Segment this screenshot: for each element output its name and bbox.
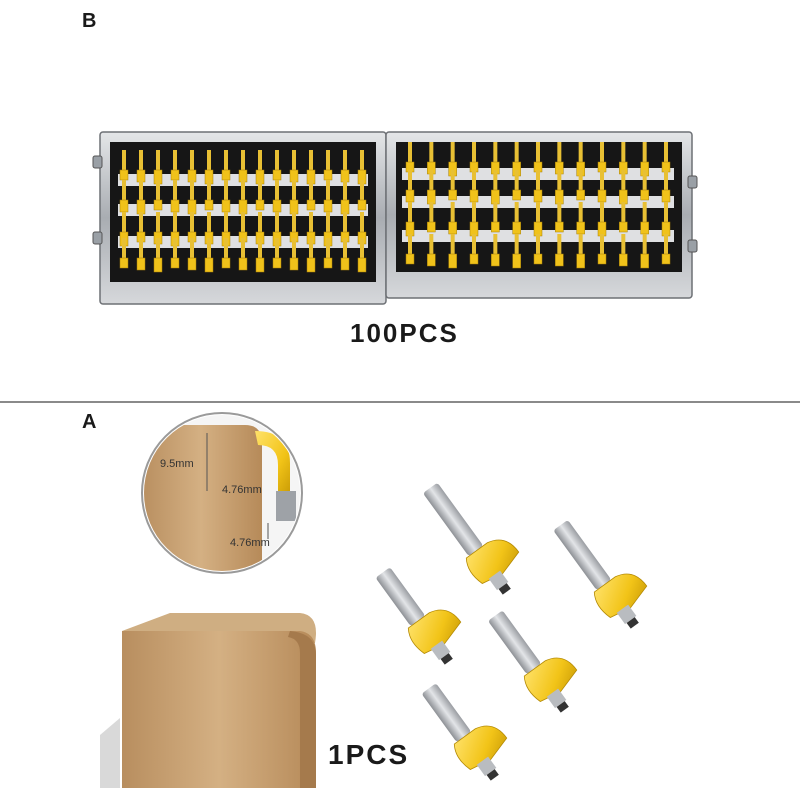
small-router-bit (427, 234, 436, 267)
router-bit (376, 568, 462, 665)
small-router-bit (661, 234, 671, 265)
case-latch-right-bottom (687, 239, 698, 253)
small-router-bit (533, 234, 543, 265)
small-router-bit (204, 238, 214, 273)
panel-a-caption: 1PCS (328, 739, 410, 770)
panel-b-caption: 100PCS (350, 318, 459, 348)
router-bit (554, 521, 648, 629)
panel-a-single-bit: A (0, 403, 800, 800)
small-router-bit (306, 238, 316, 273)
small-router-bit (555, 202, 564, 233)
small-router-bit (136, 238, 146, 271)
small-router-bit (576, 170, 585, 201)
panel-divider (0, 401, 800, 403)
router-bit (422, 684, 508, 781)
panel-b-full-set: B 100PC (82, 10, 698, 348)
small-router-bit (640, 170, 649, 201)
router-bit (489, 611, 578, 713)
small-router-bit (576, 234, 585, 269)
small-router-bit (272, 238, 282, 269)
right-router-bits (405, 142, 671, 269)
dim-radius-label: 4.76mm (222, 484, 262, 496)
small-router-bit (405, 234, 415, 265)
single-router-bits (376, 483, 648, 781)
small-router-bit (170, 238, 180, 269)
small-router-bit (427, 202, 436, 233)
small-router-bit (491, 234, 500, 267)
router-bit-detail-image: 9.5mm 4.76mm 4.76mm (100, 412, 648, 788)
small-router-bit (357, 180, 367, 211)
small-router-bit (512, 170, 521, 201)
small-router-bit (619, 234, 628, 267)
small-router-bit (448, 170, 457, 201)
small-router-bit (491, 202, 500, 233)
dim-offset-label: 4.76mm (230, 537, 270, 549)
small-router-bit (306, 180, 316, 211)
dim-height-label: 9.5mm (160, 458, 194, 470)
small-router-bit (119, 238, 129, 269)
case-latch-left-top (92, 155, 103, 169)
small-router-bit (255, 238, 265, 273)
wood-block-illustration (100, 613, 316, 788)
case-latch-right-top (687, 175, 698, 189)
small-router-bit (323, 238, 333, 269)
small-router-bit (221, 238, 231, 269)
small-router-bit (340, 238, 350, 271)
small-router-bit (469, 234, 479, 265)
profile-detail-circle: 9.5mm 4.76mm 4.76mm (141, 412, 303, 574)
small-router-bit (289, 238, 299, 271)
small-router-bit (512, 234, 521, 269)
small-router-bit (619, 202, 628, 233)
small-router-bit (187, 238, 197, 271)
small-router-bit (357, 238, 367, 273)
small-router-bit (153, 180, 163, 211)
small-router-bit (555, 234, 564, 267)
left-bit-rows (118, 174, 368, 248)
small-router-bit (238, 238, 248, 271)
small-router-bit (204, 180, 214, 211)
small-router-bit (448, 234, 457, 269)
case-latch-left-bottom (92, 231, 103, 245)
small-router-bit (255, 180, 265, 211)
panel-b-letter: B (82, 10, 97, 32)
small-router-bit (597, 234, 607, 265)
router-bit-case-image (92, 131, 698, 305)
router-bit (424, 483, 520, 595)
small-router-bit (153, 238, 163, 273)
panel-a-letter: A (82, 411, 97, 433)
small-router-bit (640, 234, 649, 269)
left-router-bits (119, 150, 367, 273)
